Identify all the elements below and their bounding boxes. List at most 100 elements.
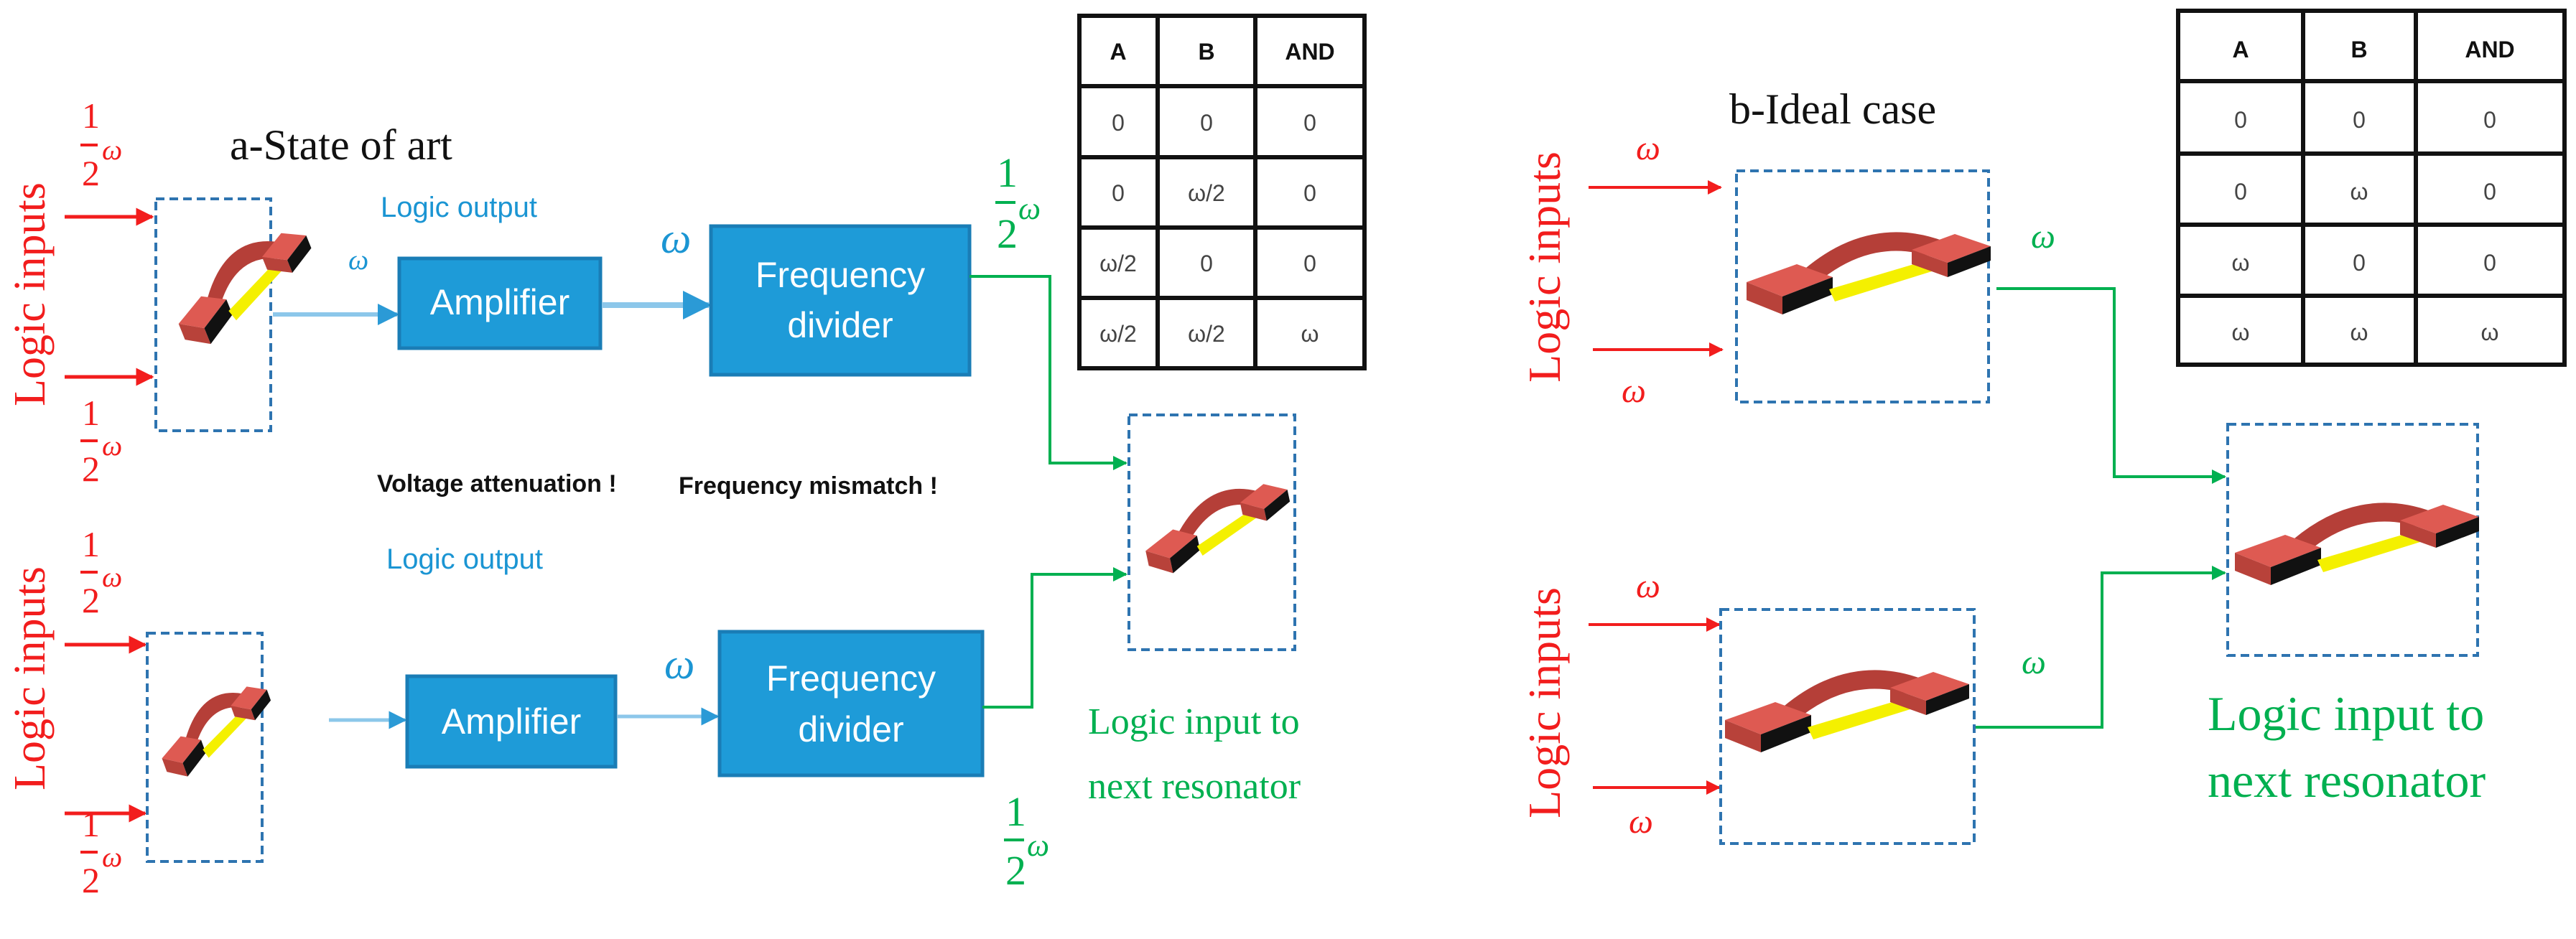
table-cell: 0 — [1303, 251, 1316, 276]
logic-inputs-label-bottom: Logic inputs — [1519, 587, 1570, 818]
fraction-bar — [995, 201, 1015, 204]
input-fraction-top-1: 1 2 ω — [80, 95, 122, 193]
fraction-denominator: 2 — [82, 153, 100, 193]
input-fraction-bottom-1: 1 2 ω — [80, 524, 122, 620]
fraction-bar — [1004, 838, 1024, 841]
table-cell: 0 — [2483, 107, 2496, 133]
frequency-divider-block: Frequency divider — [709, 224, 972, 377]
fraction-bar — [80, 439, 98, 442]
freq-divider-label-line2: divider — [787, 305, 893, 345]
table-cell: 0 — [2234, 179, 2247, 205]
omega-label: ω — [664, 640, 694, 688]
table-header: AND — [1285, 39, 1334, 65]
output-line-top — [1996, 287, 2226, 484]
table-cell: ω/2 — [1099, 321, 1137, 347]
table-cell: 0 — [1200, 251, 1213, 276]
next-resonator-box — [2226, 423, 2479, 657]
frequency-mismatch-note: Frequency mismatch ! — [679, 472, 938, 500]
logic-output-label: Logic output — [386, 543, 543, 575]
table-cell: 0 — [1112, 110, 1125, 136]
next-resonator-label-line1: Logic input to — [1088, 701, 1300, 742]
next-resonator-label-line1: Logic input to — [2208, 686, 2484, 741]
omega-symbol: ω — [102, 429, 122, 462]
omega-symbol: ω — [102, 561, 122, 593]
resonator-box — [1735, 169, 1990, 403]
input-omega: ω — [1629, 803, 1653, 841]
table-cell: 0 — [1112, 180, 1125, 206]
fraction-numerator: 1 — [82, 804, 100, 844]
output-line-bottom — [1976, 566, 2226, 729]
truth-table-a: A B AND 0 0 0 0 ω/2 0 ω/2 0 0 ω/2 ω/2 ω — [1077, 14, 1367, 370]
omega-symbol: ω — [102, 134, 122, 166]
amplifier-label: Amplifier — [430, 282, 569, 322]
panel-b-ideal-case: b-Ideal case Logic inputs ω ω ω A B AND … — [1519, 9, 2567, 845]
output-fraction-top: 1 2 ω — [995, 149, 1041, 257]
table-cell: 0 — [2353, 250, 2366, 276]
table-header: B — [2351, 37, 2367, 62]
table-cell: 0 — [2483, 250, 2496, 276]
output-line-bottom — [982, 567, 1127, 709]
resonator-icon — [162, 225, 330, 352]
table-cell: 0 — [2353, 107, 2366, 133]
freq-divider-label-line2: divider — [798, 709, 903, 749]
output-line-top — [970, 275, 1127, 470]
voltage-attenuation-note: Voltage attenuation ! — [377, 470, 617, 497]
fraction-bar — [80, 851, 98, 854]
table-cell: ω/2 — [1188, 180, 1225, 206]
freq-divider-label-line1: Frequency — [755, 255, 925, 295]
table-cell: 0 — [2234, 107, 2247, 133]
table-cell: ω — [2351, 319, 2368, 345]
omega-symbol: ω — [1027, 828, 1049, 863]
input-omega: ω — [1636, 567, 1660, 605]
fraction-denominator: 2 — [82, 580, 100, 620]
frequency-divider-block: Frequency divider — [717, 630, 985, 777]
output-omega: ω — [2022, 643, 2046, 681]
output-omega: ω — [2031, 218, 2055, 256]
table-header: AND — [2465, 37, 2514, 62]
input-fraction-bottom-2: 1 2 ω — [80, 804, 122, 900]
table-cell: ω/2 — [1188, 321, 1225, 347]
freq-divider-label-line1: Frequency — [766, 658, 936, 699]
next-resonator-label-line2: next resonator — [1088, 766, 1301, 807]
table-cell: ω — [2481, 319, 2499, 345]
omega-symbol: ω — [102, 841, 122, 873]
fraction-numerator: 1 — [997, 149, 1018, 196]
table-header: A — [1110, 39, 1126, 65]
table-cell: 0 — [1303, 110, 1316, 136]
panel-b-title: b-Ideal case — [1729, 85, 1936, 133]
amplifier-block: Amplifier — [397, 256, 603, 350]
fraction-denominator: 2 — [1005, 847, 1026, 894]
fraction-numerator: 1 — [82, 393, 100, 433]
table-cell: ω — [2232, 250, 2250, 276]
resonator-icon — [149, 681, 285, 782]
resonator-box — [146, 632, 264, 863]
next-resonator-label-line2: next resonator — [2208, 753, 2486, 808]
amplifier-block: Amplifier — [405, 674, 618, 769]
omega-label: ω — [348, 243, 368, 276]
table-header: B — [1198, 39, 1214, 65]
truth-table-b: A B AND 0 0 0 0 ω 0 ω 0 0 ω ω ω — [2176, 9, 2567, 367]
logic-inputs-label-top: Logic inputs — [6, 182, 55, 406]
input-omega: ω — [1636, 129, 1660, 167]
resonator-box — [1719, 608, 1976, 845]
table-cell: ω/2 — [1099, 251, 1137, 276]
table-cell: 0 — [1200, 110, 1213, 136]
input-omega: ω — [1622, 372, 1646, 410]
table-cell: ω — [1301, 321, 1319, 347]
omega-symbol: ω — [1018, 191, 1041, 226]
table-cell: ω — [2232, 319, 2250, 345]
table-header: A — [2232, 37, 2249, 62]
resonator-icon — [2235, 505, 2479, 585]
fraction-denominator: 2 — [82, 860, 100, 900]
next-resonator-box — [1127, 414, 1296, 651]
resonator-box — [154, 197, 272, 432]
fraction-denominator: 2 — [82, 449, 100, 489]
table-cell: ω — [2351, 179, 2368, 205]
resonator-icon — [1137, 480, 1299, 578]
table-cell: 0 — [2483, 179, 2496, 205]
fraction-bar — [80, 144, 98, 146]
logic-output-label: Logic output — [381, 192, 537, 223]
input-fraction-top-2: 1 2 ω — [80, 393, 122, 489]
output-fraction-bottom: 1 2 ω — [1004, 788, 1049, 894]
